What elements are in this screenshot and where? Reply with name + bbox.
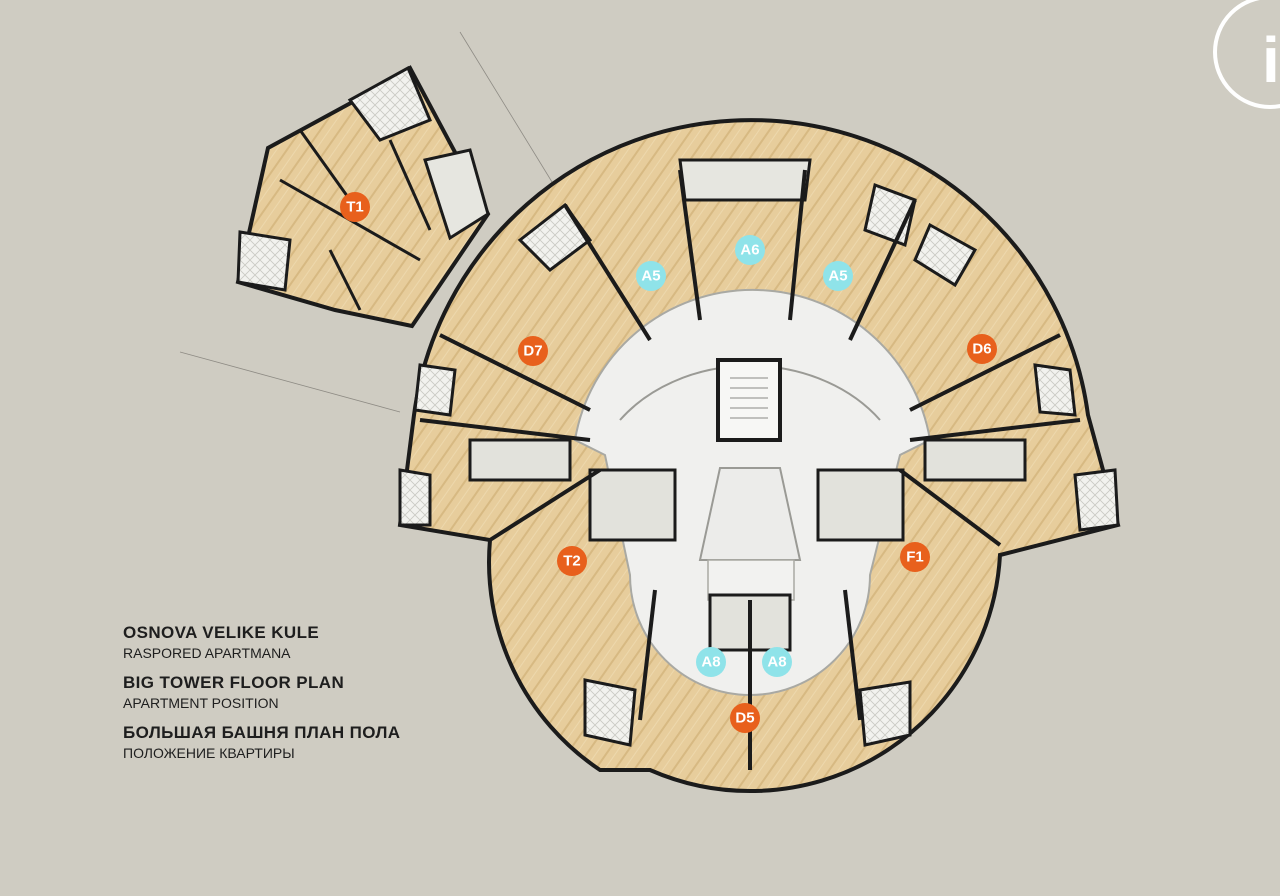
brand-logo: i xyxy=(1213,0,1280,109)
unit-markers: T1 A5 A6 A5 D7 D6 T2 F1 xyxy=(340,192,997,733)
legend: OSNOVA VELIKE KULE RASPORED APARTMANA BI… xyxy=(123,622,400,772)
marker-a5-right[interactable]: A5 xyxy=(823,261,853,291)
svg-text:F1: F1 xyxy=(906,549,924,566)
marker-d7[interactable]: D7 xyxy=(518,336,548,366)
svg-text:A8: A8 xyxy=(767,654,786,671)
marker-a5-left[interactable]: A5 xyxy=(636,261,666,291)
marker-t1[interactable]: T1 xyxy=(340,192,370,222)
marker-a8-right[interactable]: A8 xyxy=(762,647,792,677)
marker-d6[interactable]: D6 xyxy=(967,334,997,364)
svg-text:D5: D5 xyxy=(735,710,754,727)
svg-text:A5: A5 xyxy=(641,268,660,285)
marker-d5[interactable]: D5 xyxy=(730,703,760,733)
svg-text:A6: A6 xyxy=(740,242,759,259)
svg-text:T2: T2 xyxy=(563,553,581,570)
marker-a8-left[interactable]: A8 xyxy=(696,647,726,677)
svg-text:D6: D6 xyxy=(972,341,991,358)
svg-text:A5: A5 xyxy=(828,268,847,285)
svg-text:i: i xyxy=(1262,24,1280,96)
guide-lines xyxy=(179,31,561,413)
svg-text:A8: A8 xyxy=(701,654,720,671)
legend-title-ru: БОЛЬШАЯ БАШНЯ ПЛАН ПОЛА xyxy=(123,723,401,742)
legend-subtitle-en: APARTMENT POSITION xyxy=(123,695,279,711)
main-tower xyxy=(397,118,1121,794)
marker-a6[interactable]: A6 xyxy=(735,235,765,265)
marker-f1[interactable]: F1 xyxy=(900,542,930,572)
svg-text:D7: D7 xyxy=(523,343,542,360)
legend-title-en: BIG TOWER FLOOR PLAN xyxy=(123,673,345,692)
svg-text:T1: T1 xyxy=(346,199,364,216)
legend-subtitle-sr: RASPORED APARTMANA xyxy=(123,645,291,661)
legend-subtitle-ru: ПОЛОЖЕНИЕ КВАРТИРЫ xyxy=(123,745,295,761)
legend-title-sr: OSNOVA VELIKE KULE xyxy=(123,623,320,642)
marker-t2[interactable]: T2 xyxy=(557,546,587,576)
